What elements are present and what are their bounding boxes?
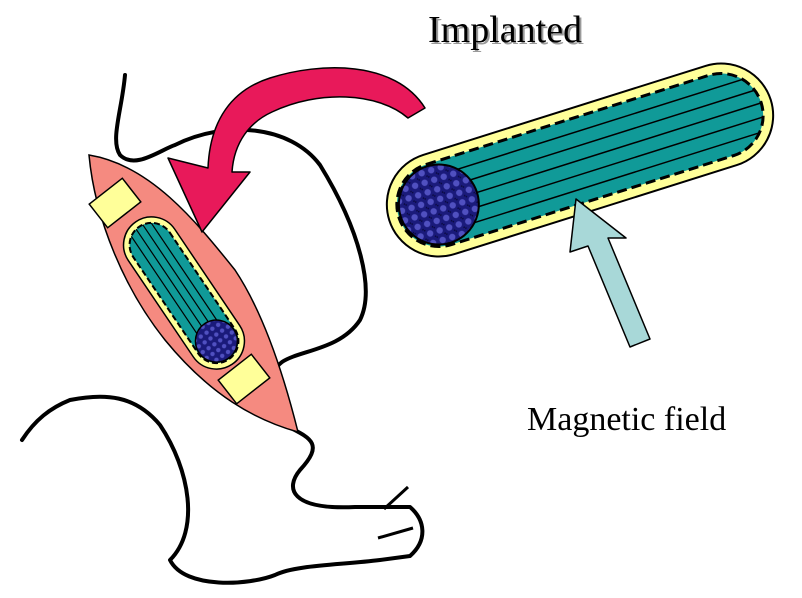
magnetic-field-arrow-icon [570,199,650,347]
finger-line [378,528,413,538]
magnetic-field-label: Magnetic field [527,401,726,439]
implanted-label: Implanted [428,8,582,52]
